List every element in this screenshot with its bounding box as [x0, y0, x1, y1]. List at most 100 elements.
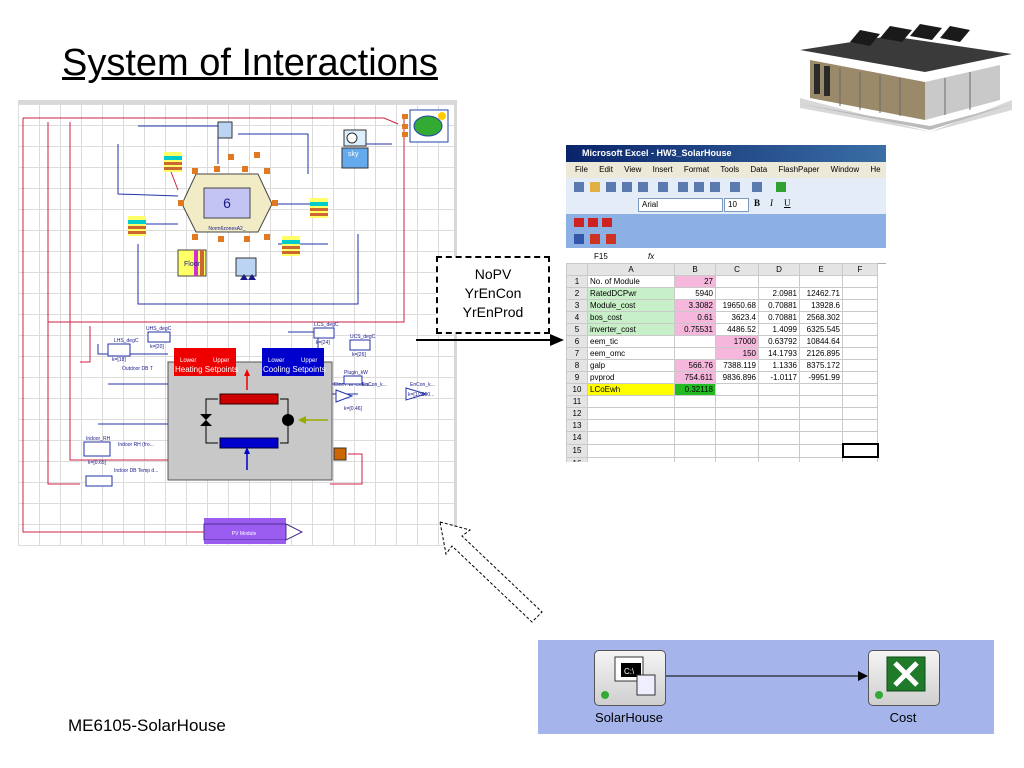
menu-format[interactable]: Format — [683, 165, 710, 174]
row-header[interactable]: 6 — [566, 335, 588, 348]
row-header[interactable]: 15 — [566, 443, 588, 458]
cell[interactable]: 1.1336 — [758, 359, 800, 372]
row-header[interactable]: 7 — [566, 347, 588, 360]
cell[interactable]: bos_cost — [587, 311, 675, 324]
cell[interactable]: 6325.545 — [799, 323, 843, 336]
cell[interactable] — [842, 311, 878, 324]
cell[interactable] — [587, 407, 675, 420]
cell[interactable]: 4486.52 — [715, 323, 759, 336]
cell[interactable]: eem_tic — [587, 335, 675, 348]
cell[interactable]: 2126.895 — [799, 347, 843, 360]
solarhouse-node[interactable]: C:\ — [594, 650, 666, 706]
cell[interactable]: Module_cost — [587, 299, 675, 312]
cell[interactable] — [674, 456, 716, 462]
cell[interactable]: -9951.99 — [799, 371, 843, 384]
cell[interactable] — [842, 431, 878, 445]
row-header[interactable]: 12 — [566, 407, 588, 420]
row-header[interactable]: 3 — [566, 299, 588, 312]
menu-flashpaper[interactable]: FlashPaper — [778, 165, 820, 174]
menu-edit[interactable]: Edit — [599, 165, 613, 174]
cell[interactable] — [842, 323, 878, 336]
menu-view[interactable]: View — [624, 165, 642, 174]
menu-help[interactable]: He — [870, 165, 881, 174]
col-header-a[interactable]: A — [587, 263, 675, 276]
row-header[interactable]: 11 — [566, 395, 588, 408]
font-select[interactable]: Arial — [638, 198, 723, 212]
cell[interactable] — [674, 419, 716, 432]
menu-window[interactable]: Window — [830, 165, 860, 174]
cell[interactable]: 150 — [715, 347, 759, 360]
cell[interactable]: 14.1793 — [758, 347, 800, 360]
col-header-f[interactable]: F — [842, 263, 878, 276]
cell[interactable] — [715, 431, 759, 445]
cell[interactable]: 2.0981 — [758, 287, 800, 300]
cell[interactable] — [842, 419, 878, 432]
cell[interactable] — [842, 359, 878, 372]
cell[interactable] — [799, 456, 843, 462]
bold-button[interactable]: B — [754, 198, 761, 208]
cell[interactable] — [715, 419, 759, 432]
cell[interactable]: 0.70881 — [758, 299, 800, 312]
cell[interactable] — [758, 395, 800, 408]
cell[interactable] — [587, 443, 675, 458]
cell[interactable] — [799, 443, 843, 458]
cell[interactable]: RatedDCPwr — [587, 287, 675, 300]
cell[interactable] — [799, 407, 843, 420]
cell[interactable]: 3.3082 — [674, 299, 716, 312]
cell[interactable]: 0.63792 — [758, 335, 800, 348]
row-header[interactable]: 10 — [566, 383, 588, 396]
col-header-b[interactable]: B — [674, 263, 716, 276]
menu-insert[interactable]: Insert — [652, 165, 673, 174]
row-header[interactable]: 9 — [566, 371, 588, 384]
cell[interactable] — [758, 383, 800, 396]
cell[interactable] — [758, 407, 800, 420]
size-select[interactable]: 10 — [724, 198, 749, 212]
col-header-d[interactable]: D — [758, 263, 800, 276]
cell[interactable] — [842, 395, 878, 408]
cell[interactable] — [758, 419, 800, 432]
cell[interactable] — [842, 275, 878, 288]
corner-cell[interactable] — [566, 263, 588, 276]
cell[interactable]: 12462.71 — [799, 287, 843, 300]
menu-file[interactable]: File — [575, 165, 588, 174]
cell[interactable] — [715, 275, 759, 288]
cell[interactable] — [674, 335, 716, 348]
italic-button[interactable]: I — [770, 198, 773, 208]
cell[interactable]: inverter_cost — [587, 323, 675, 336]
cell[interactable]: 566.76 — [674, 359, 716, 372]
cell[interactable] — [715, 443, 759, 458]
cell[interactable]: 10844.64 — [799, 335, 843, 348]
cell[interactable] — [587, 431, 675, 445]
cell[interactable] — [674, 407, 716, 420]
cell[interactable]: 0.75531 — [674, 323, 716, 336]
cell[interactable]: -1.0117 — [758, 371, 800, 384]
row-header[interactable]: 5 — [566, 323, 588, 336]
cell[interactable] — [799, 419, 843, 432]
row-header[interactable]: 14 — [566, 431, 588, 445]
cell[interactable]: 1.4099 — [758, 323, 800, 336]
cost-node[interactable] — [868, 650, 940, 706]
cell[interactable]: 27 — [674, 275, 716, 288]
cell[interactable] — [715, 383, 759, 396]
cell[interactable]: eem_omc — [587, 347, 675, 360]
name-box[interactable]: F15 — [594, 252, 608, 261]
cell[interactable] — [758, 275, 800, 288]
cell[interactable] — [587, 419, 675, 432]
cell[interactable]: 3623.4 — [715, 311, 759, 324]
cell[interactable]: 754.611 — [674, 371, 716, 384]
col-header-e[interactable]: E — [799, 263, 843, 276]
cell[interactable] — [842, 335, 878, 348]
cell[interactable] — [799, 395, 843, 408]
cell[interactable]: 7388.119 — [715, 359, 759, 372]
cell[interactable] — [799, 383, 843, 396]
cell[interactable]: pvprod — [587, 371, 675, 384]
cell[interactable] — [674, 443, 716, 458]
cell[interactable] — [758, 456, 800, 462]
cell[interactable] — [842, 407, 878, 420]
cell[interactable] — [842, 347, 878, 360]
cell[interactable] — [674, 431, 716, 445]
cell[interactable]: 8375.172 — [799, 359, 843, 372]
underline-button[interactable]: U — [784, 198, 791, 208]
cell[interactable] — [758, 443, 800, 458]
cell[interactable] — [842, 287, 878, 300]
